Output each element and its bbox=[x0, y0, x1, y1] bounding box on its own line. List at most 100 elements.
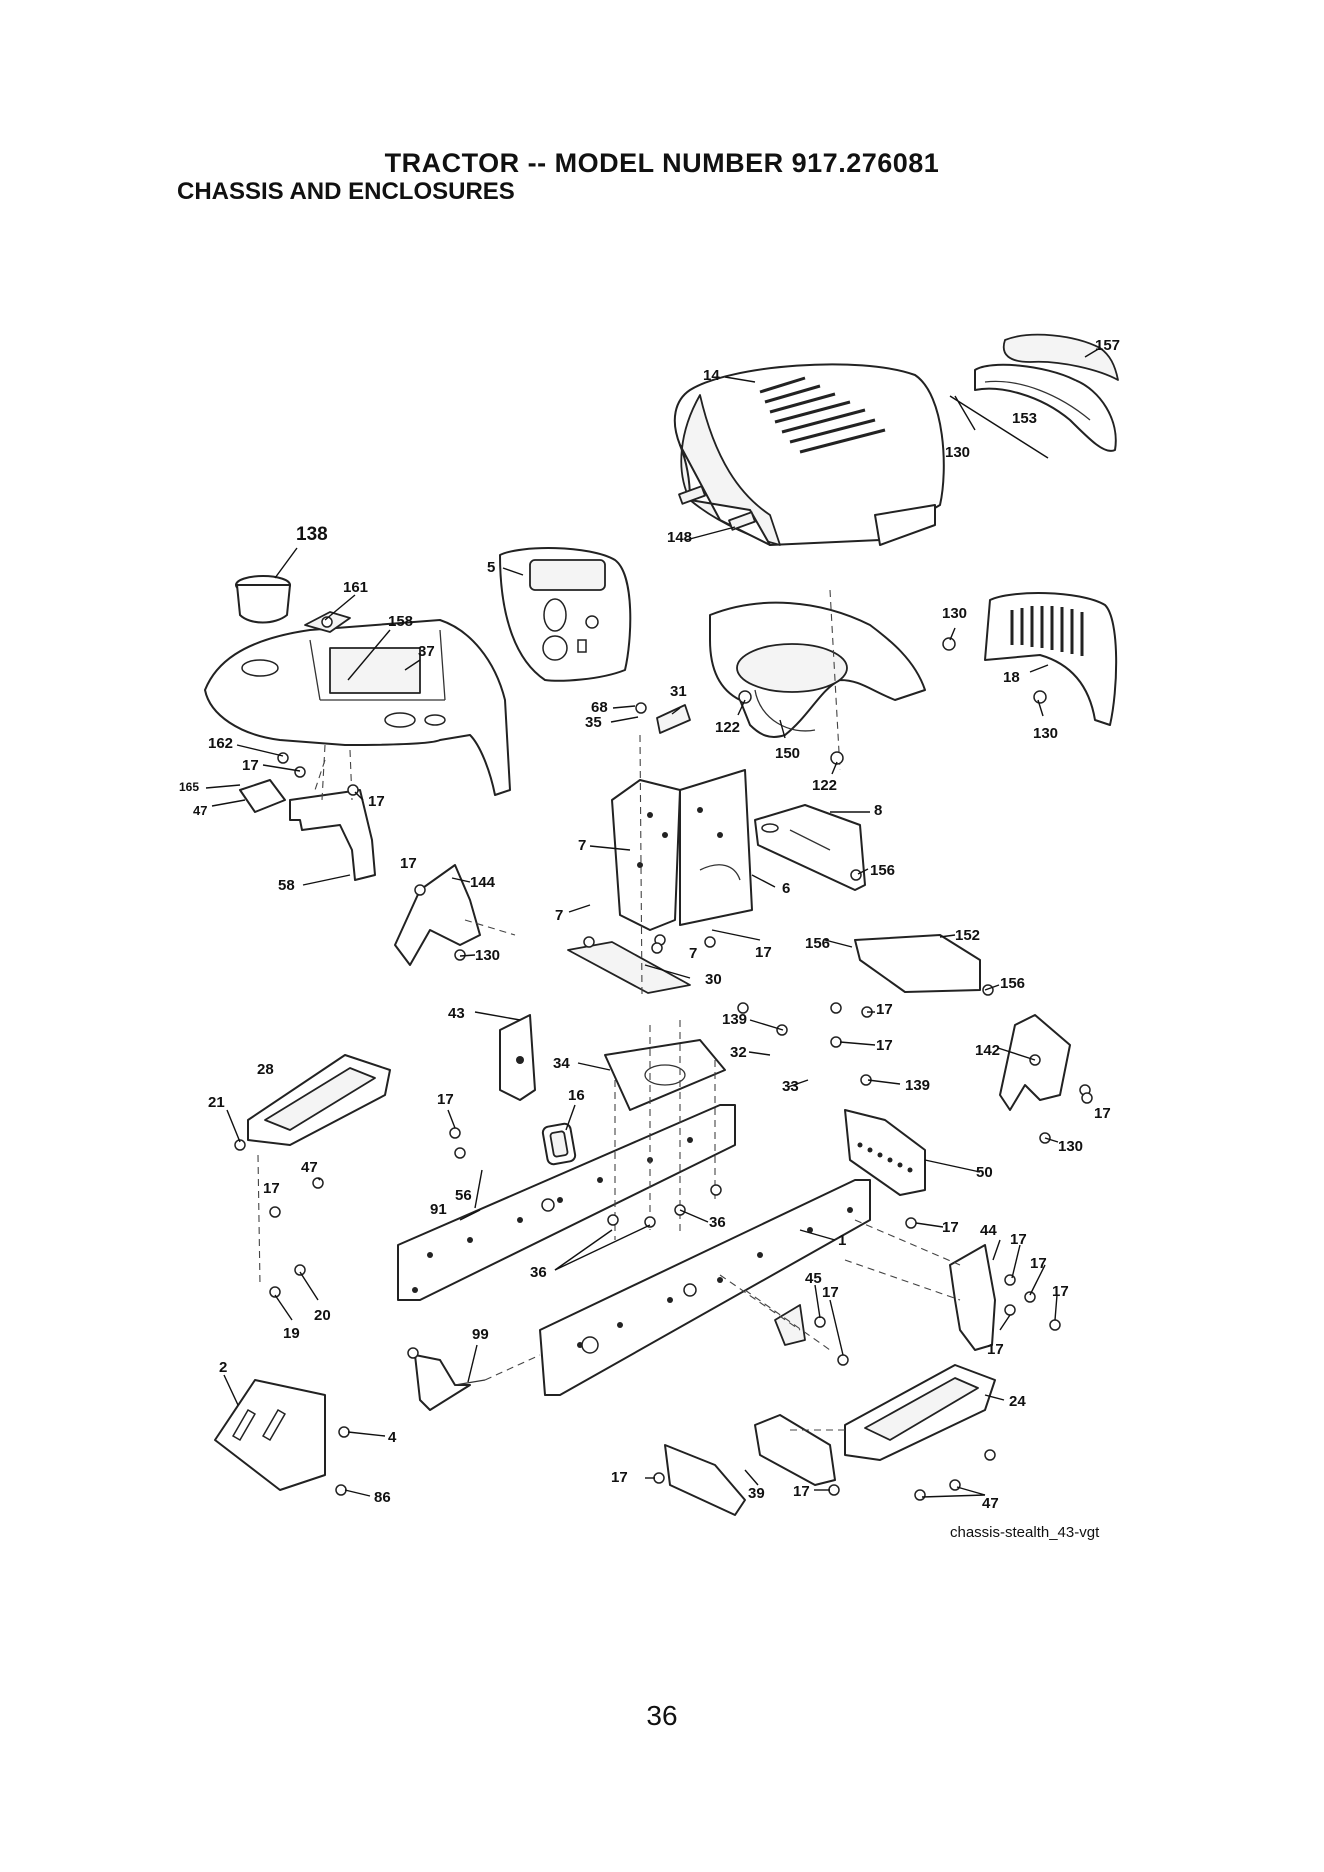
callout-130: 130 bbox=[942, 605, 967, 622]
callout-7: 7 bbox=[578, 837, 586, 854]
callout-47: 47 bbox=[193, 803, 207, 818]
callout-44: 44 bbox=[980, 1222, 997, 1239]
callout-68: 68 bbox=[591, 699, 608, 716]
bracket-part-45 bbox=[774, 1304, 806, 1346]
mount-plate-part-8 bbox=[754, 804, 866, 891]
callout-17: 17 bbox=[1030, 1255, 1047, 1272]
callout-7: 7 bbox=[555, 907, 563, 924]
steering-support-part-6 bbox=[611, 769, 753, 931]
console-part-5 bbox=[499, 547, 632, 682]
headlight-lens-part-157 bbox=[1002, 333, 1119, 381]
callout-14: 14 bbox=[703, 367, 720, 384]
bracket-part-50 bbox=[844, 1109, 926, 1196]
assembly-lines bbox=[257, 589, 961, 1431]
callout-86: 86 bbox=[374, 1489, 391, 1506]
callout-17: 17 bbox=[876, 1037, 893, 1054]
callout-138: 138 bbox=[296, 524, 328, 545]
callout-45: 45 bbox=[805, 1270, 822, 1287]
callout-56: 56 bbox=[455, 1187, 472, 1204]
plate-part-161 bbox=[304, 611, 351, 633]
dash-panel-part-37 bbox=[204, 619, 511, 796]
callout-156: 156 bbox=[1000, 975, 1025, 992]
callout-17: 17 bbox=[793, 1483, 810, 1500]
callout-36: 36 bbox=[530, 1264, 547, 1281]
callout-17: 17 bbox=[242, 757, 259, 774]
callout-150: 150 bbox=[775, 745, 800, 762]
hood-part-14 bbox=[673, 363, 945, 546]
callout-31: 31 bbox=[670, 683, 687, 700]
callout-17: 17 bbox=[987, 1341, 1004, 1358]
bracket-part-31 bbox=[635, 702, 691, 734]
callout-17: 17 bbox=[755, 944, 772, 961]
callout-28: 28 bbox=[257, 1061, 274, 1078]
callout-6: 6 bbox=[782, 880, 790, 897]
callout-16: 16 bbox=[568, 1087, 585, 1104]
callout-32: 32 bbox=[730, 1044, 747, 1061]
callout-122: 122 bbox=[812, 777, 837, 794]
callout-18: 18 bbox=[1003, 669, 1020, 686]
callout-17: 17 bbox=[822, 1284, 839, 1301]
callout-157: 157 bbox=[1095, 337, 1120, 354]
callout-5: 5 bbox=[487, 559, 495, 576]
callout-122: 122 bbox=[715, 719, 740, 736]
callout-20: 20 bbox=[314, 1307, 331, 1324]
left-frame-part-91 bbox=[397, 1104, 736, 1301]
callout-24: 24 bbox=[1009, 1393, 1026, 1410]
page-subtitle: CHASSIS AND ENCLOSURES bbox=[177, 178, 515, 205]
plate-part-30 bbox=[567, 941, 691, 994]
callout-19: 19 bbox=[283, 1325, 300, 1342]
callout-165: 165 bbox=[179, 780, 199, 794]
callout-161: 161 bbox=[343, 579, 368, 596]
callout-4: 4 bbox=[388, 1429, 397, 1446]
callout-162: 162 bbox=[208, 735, 233, 752]
callout-labels: 157 14 153 130 148 138 161 158 37 5 130 … bbox=[179, 337, 1120, 1512]
bracket-part-39 bbox=[664, 1414, 836, 1516]
callout-153: 153 bbox=[1012, 410, 1037, 427]
footrest-part-24 bbox=[844, 1364, 996, 1461]
callout-35: 35 bbox=[585, 714, 602, 731]
callout-139: 139 bbox=[722, 1011, 747, 1028]
dash-tower-part-150 bbox=[709, 601, 926, 738]
callout-36: 36 bbox=[709, 1214, 726, 1231]
callout-99: 99 bbox=[472, 1326, 489, 1343]
figure-code: chassis-stealth_43-vgt bbox=[950, 1524, 1100, 1541]
callout-17: 17 bbox=[400, 855, 417, 872]
callout-34: 34 bbox=[553, 1055, 570, 1072]
plate-part-2 bbox=[214, 1379, 326, 1491]
callout-30: 30 bbox=[705, 971, 722, 988]
callout-17: 17 bbox=[942, 1219, 959, 1236]
grill-part-153 bbox=[974, 363, 1117, 452]
callout-17: 17 bbox=[1094, 1105, 1111, 1122]
callout-17: 17 bbox=[1010, 1231, 1027, 1248]
callout-142: 142 bbox=[975, 1042, 1000, 1059]
callout-47: 47 bbox=[301, 1159, 318, 1176]
cup-holder-part-138 bbox=[235, 575, 291, 624]
callout-43: 43 bbox=[448, 1005, 465, 1022]
callout-139: 139 bbox=[905, 1077, 930, 1094]
callout-17: 17 bbox=[1052, 1283, 1069, 1300]
callout-21: 21 bbox=[208, 1094, 225, 1111]
page-number: 36 bbox=[646, 1700, 678, 1731]
callout-50: 50 bbox=[976, 1164, 993, 1181]
callout-130: 130 bbox=[945, 444, 970, 461]
bracket-part-144 bbox=[394, 864, 481, 966]
callout-17: 17 bbox=[368, 793, 385, 810]
callout-8: 8 bbox=[874, 802, 882, 819]
page-title: TRACTOR -- MODEL NUMBER 917.276081 bbox=[384, 148, 940, 178]
callout-156: 156 bbox=[870, 862, 895, 879]
grill-part-18 bbox=[984, 592, 1118, 726]
dash-bracket-part-58 bbox=[239, 744, 376, 881]
bracket-part-43 bbox=[499, 1014, 536, 1101]
callout-2: 2 bbox=[219, 1359, 227, 1376]
callout-58: 58 bbox=[278, 877, 295, 894]
callout-130: 130 bbox=[1033, 725, 1058, 742]
callout-17: 17 bbox=[263, 1180, 280, 1197]
leader-lines bbox=[205, 347, 1101, 1498]
callout-33: 33 bbox=[782, 1078, 799, 1095]
callout-148: 148 bbox=[667, 529, 692, 546]
callout-47: 47 bbox=[982, 1495, 999, 1512]
right-frame-part-1 bbox=[539, 1179, 871, 1396]
callout-130: 130 bbox=[1058, 1138, 1083, 1155]
bracket-part-44 bbox=[949, 1244, 996, 1351]
